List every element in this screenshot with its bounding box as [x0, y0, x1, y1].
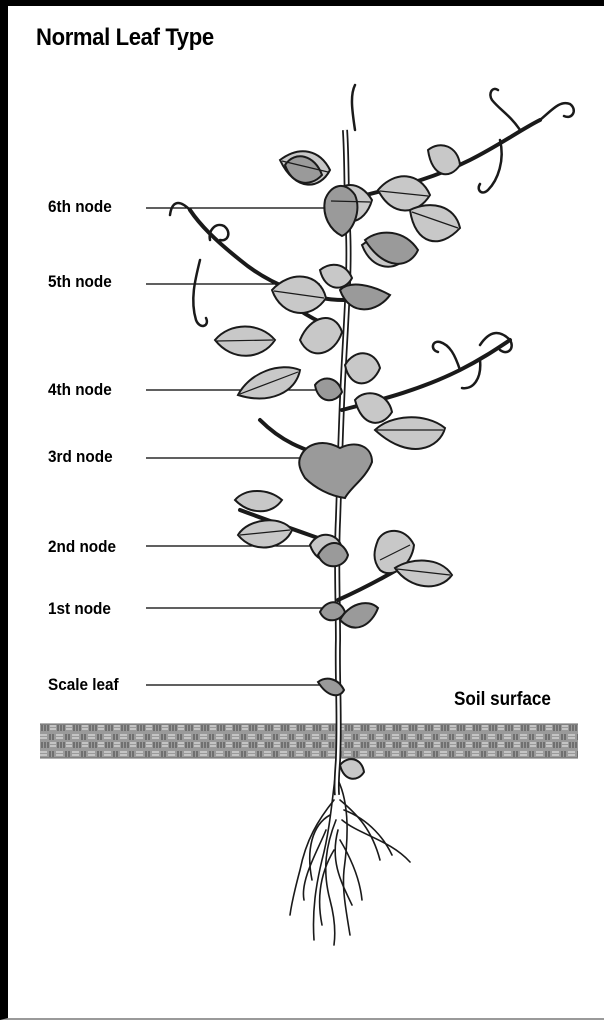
leaf-top-5 [410, 205, 460, 241]
leaf-top-4 [428, 145, 460, 174]
stipule-6th [324, 186, 357, 236]
leaf-scale-low [340, 759, 364, 779]
stipule-3rd [299, 443, 372, 498]
leaf-5-2 [300, 318, 342, 353]
roots [290, 770, 410, 945]
soil-band [40, 724, 578, 758]
leaf-4-2 [345, 353, 380, 383]
stipule-1st-right [340, 603, 378, 627]
stipule-4th [315, 379, 342, 401]
leaf-4-4 [375, 417, 445, 449]
leaf-3-1 [235, 491, 282, 511]
leaf-1-2 [395, 561, 452, 587]
